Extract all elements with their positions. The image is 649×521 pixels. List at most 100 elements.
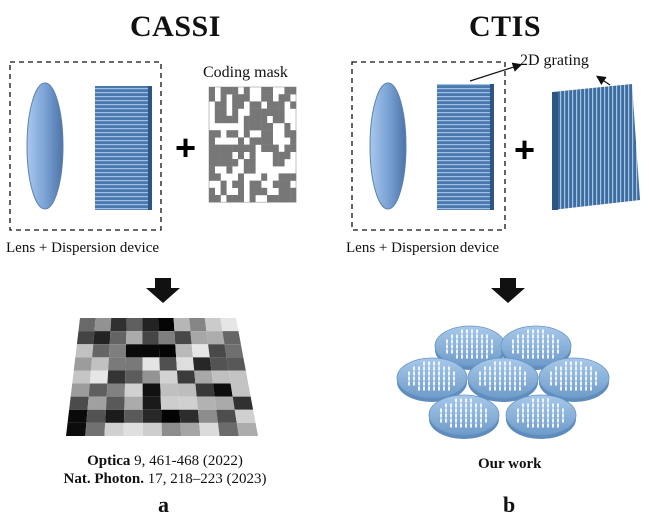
mask-cell [255,180,262,188]
mask-cell [232,130,239,138]
mask-cell [284,87,291,95]
two-d-grating [552,84,640,210]
measurement-cell [161,422,182,436]
mask-cell [238,151,244,160]
metasurface-disc [505,394,577,439]
mask-cell [278,195,285,203]
measurement-cell [78,318,96,332]
left-lens [26,82,64,210]
measurement-cell [125,370,143,384]
mask-cell [267,137,273,145]
measurement-cell [142,344,160,358]
reference-1-detail: 9, 461-468 (2022) [130,453,243,469]
mask-cell [220,151,227,160]
measurement-cell [160,396,180,410]
mask-cell [226,166,233,174]
mask-cell [232,180,239,188]
mask-cell [249,101,256,109]
metasurface-disc [396,357,468,402]
mask-cell [261,87,268,95]
mask-cell [209,137,215,145]
mask-cell [209,166,215,174]
measurement-cell [175,344,193,358]
mask-cell [255,187,262,196]
mask-cell [284,94,291,102]
measurement-cell [126,331,143,345]
mask-cell [272,180,279,188]
panel-b-letter: b [503,492,516,517]
mask-cell [272,195,279,203]
mask-cell [243,94,250,102]
measurement-cell [180,422,201,436]
mask-cell [261,123,268,131]
mask-cell [278,94,285,102]
measurement-cell [173,318,191,332]
mask-cell [272,144,279,152]
mask-cell [278,101,285,109]
measurement-cell [67,409,88,423]
mask-cell [249,166,256,174]
right-down-arrow [491,278,525,303]
measurement-cell [125,357,143,371]
measurement-cell [107,370,126,384]
mask-cell [290,173,297,181]
measurement-cell [178,396,198,410]
mask-cell [238,94,244,102]
mask-cell [284,123,291,131]
mask-cell [261,108,268,116]
measurement-cell [73,357,93,371]
measurement-cell [158,318,175,332]
mask-cell [290,87,297,95]
mask-cell [290,187,297,196]
measurement-cell [89,370,109,384]
mask-cell [209,144,215,152]
mask-cell [267,195,273,203]
mask-cell [249,144,256,152]
mask-cell [220,187,227,196]
mask-cell [284,173,291,181]
mask-cell [290,101,297,109]
measurement-cell [142,370,161,384]
mask-cell [290,195,297,203]
reference-1: Optica 9, 461-468 (2022) [60,453,270,470]
mask-cell [272,108,279,116]
left-plus: + [175,127,196,168]
mask-cell [243,159,250,167]
measurement-cell [66,422,87,436]
mask-cell [255,108,262,116]
right-device-box [351,61,506,231]
mask-cell [214,159,221,167]
mask-cell [209,87,215,95]
measurement-cell [206,331,225,345]
metasurface-disc [428,394,500,439]
panel-b-title: CTIS [469,10,542,43]
mask-cell [232,159,239,167]
measurement-cell [222,331,241,345]
panel-a-title: CASSI [130,10,221,43]
mask-cell [243,87,250,95]
measurement-cell [217,422,239,436]
mask-cell [238,180,244,188]
mask-cell [220,180,227,188]
coding-mask [208,86,297,203]
measurement-cell [177,383,197,397]
measurement-cell [158,344,177,358]
mask-cell [214,115,221,124]
mask-cell [243,123,250,131]
mask-cell [243,166,250,174]
right-lens [369,82,407,210]
reference-1-journal: Optica [87,453,131,469]
mask-cell [226,144,233,152]
reference-2: Nat. Photon. 17, 218–223 (2023) [45,471,285,488]
measurement-cell [160,383,179,397]
mask-cell [261,137,268,145]
mask-cell [226,195,233,203]
measurement-cell [108,344,127,358]
measurement-cell [142,383,161,397]
our-work-label: Our work [478,456,542,472]
measurement-cell [234,409,256,423]
measurement-cell [142,409,162,423]
mask-cell [249,108,256,116]
mask-cell [209,187,215,196]
mask-cell [255,137,262,145]
